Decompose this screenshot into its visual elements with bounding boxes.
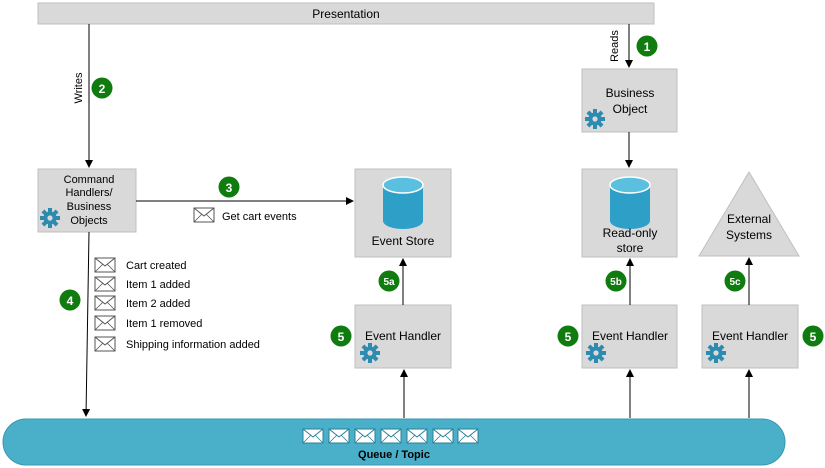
gear-icon [360, 343, 380, 363]
event-item: Item 2 added [126, 298, 190, 310]
business-object-line2: Object [613, 102, 648, 116]
command-handlers-box: Command Handlers/ Business Objects [37, 168, 137, 233]
step-marker-5a: 5a [378, 270, 400, 292]
step-marker-5c: 5c [724, 270, 746, 292]
envelope-icon [432, 428, 454, 444]
envelope-icon [94, 295, 116, 311]
presentation-label: Presentation [312, 7, 379, 21]
envelope-icon [457, 428, 479, 444]
event-store-box: Event Store [354, 168, 452, 258]
event-list: Cart created Item 1 added Item 2 added I… [94, 257, 260, 352]
gear-icon [585, 109, 605, 129]
step-marker-4: 4 [59, 289, 81, 311]
event-handler-label: Event Handler [365, 329, 441, 343]
event-item: Shipping information added [126, 339, 260, 351]
step-number: 2 [99, 82, 106, 96]
gear-icon [40, 208, 60, 228]
step-marker-5-right: 5 [802, 325, 824, 347]
step-number: 5 [810, 330, 817, 344]
readonly-store-box: Read-only store [581, 168, 678, 258]
envelope-icon [94, 336, 116, 352]
get-cart-events-label: Get cart events [222, 211, 297, 223]
command-handlers-line3: Business [67, 201, 112, 213]
command-handlers-line2: Handlers/ [65, 187, 113, 199]
readonly-store-line2: store [617, 241, 644, 255]
step-number: 5c [729, 277, 741, 288]
step-number: 5b [610, 277, 622, 288]
business-object-line1: Business [606, 86, 655, 100]
gear-icon [586, 343, 606, 363]
writes-label: Writes [73, 72, 85, 103]
command-handlers-line4: Objects [70, 215, 108, 227]
envelope-icon [94, 257, 116, 273]
step-number: 5 [338, 330, 345, 344]
external-systems-line2: Systems [726, 228, 772, 242]
step-number: 4 [67, 294, 74, 308]
step-marker-5b: 5b [605, 270, 627, 292]
event-handler-box-right: Event Handler [701, 304, 799, 369]
reads-label: Reads [609, 30, 621, 62]
business-object-box: Business Object [581, 68, 678, 133]
step-marker-5-mid: 5 [557, 325, 579, 347]
envelope-icon [193, 207, 215, 223]
command-handlers-line1: Command [64, 174, 115, 186]
gear-icon [706, 343, 726, 363]
event-handler-label: Event Handler [592, 329, 668, 343]
readonly-store-line1: Read-only [603, 226, 658, 240]
presentation-layer: Presentation [37, 2, 655, 25]
publish-arrow [82, 231, 91, 417]
step-number: 5 [565, 330, 572, 344]
envelope-icon [328, 428, 350, 444]
step-number: 1 [644, 40, 651, 54]
envelope-icon [302, 428, 324, 444]
event-store-label: Event Store [372, 234, 435, 248]
database-icon [609, 176, 651, 230]
external-systems-shape: External Systems [698, 171, 800, 257]
step-number: 5a [383, 277, 395, 288]
step-marker-3: 3 [218, 176, 240, 198]
step-marker-2: 2 [91, 77, 113, 99]
event-item: Cart created [126, 260, 187, 272]
envelope-icon [94, 276, 116, 292]
external-systems-line1: External [727, 212, 771, 226]
queue-topic: Queue / Topic [2, 418, 786, 466]
event-handler-box-left: Event Handler [354, 304, 452, 369]
envelope-icon [354, 428, 376, 444]
database-icon [382, 176, 424, 230]
step-marker-1: 1 [636, 35, 658, 57]
step-number: 3 [226, 181, 233, 195]
event-item: Item 1 added [126, 279, 190, 291]
event-item: Item 1 removed [126, 318, 202, 330]
envelope-icon [406, 428, 428, 444]
envelope-icon [380, 428, 402, 444]
queue-label: Queue / Topic [358, 449, 430, 461]
envelope-icon [94, 315, 116, 331]
step-marker-5-left: 5 [330, 325, 352, 347]
event-handler-box-mid: Event Handler [581, 304, 678, 369]
event-handler-label: Event Handler [712, 329, 788, 343]
